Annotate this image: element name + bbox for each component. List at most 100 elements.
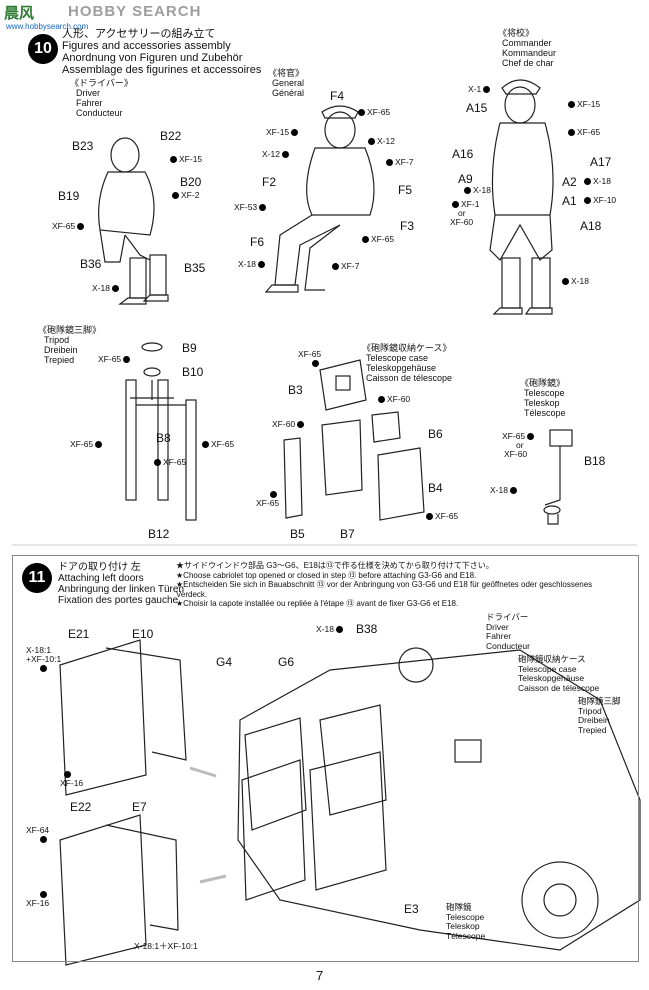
part-b4: B4: [428, 481, 443, 495]
paint-dot-icon: [562, 278, 569, 286]
part-a9: A9: [458, 172, 473, 186]
paint-code: X-18: [571, 276, 589, 286]
paint-dot-icon: [483, 86, 491, 94]
paint-code: X-18:1: [26, 645, 52, 655]
paint-xf15-commander: XF-15: [566, 100, 600, 109]
part-b10: B10: [182, 365, 204, 379]
part-b6: B6: [428, 427, 443, 441]
part-a2: A2: [562, 175, 577, 189]
paint-or: or: [516, 440, 524, 450]
paint-code: XF-7: [341, 261, 360, 271]
telescope-label-ja: 《砲隊鏡》: [520, 378, 566, 388]
telescope-label-en: Telescope: [524, 388, 565, 398]
general-label-en: General: [272, 78, 305, 88]
commander-label-ja: 《将校》: [498, 28, 535, 38]
paint-dot-icon: [270, 491, 277, 499]
case-label-de: Teleskopgehäuse: [366, 363, 437, 373]
paint-code: XF-60: [272, 419, 296, 429]
telescope-label-fr: Télescope: [524, 408, 566, 418]
commander-label-fr: Chef de char: [502, 58, 554, 68]
part-b9: B9: [182, 341, 197, 355]
paint-dot-icon: [362, 236, 369, 244]
case-label-fr: Caisson de télescope: [366, 373, 453, 383]
paint-dot-icon: [527, 433, 535, 441]
telescope-case-label: 《砲隊鏡収納ケース》 Telescope case Teleskopgehäus…: [362, 343, 452, 383]
paint-code: XF-53: [234, 202, 258, 212]
s11-driver-de: Fahrer: [486, 631, 512, 641]
telescope-drawing: [543, 429, 573, 525]
driver-figure: [98, 137, 169, 305]
paint-code: XF-15: [577, 99, 601, 109]
paint-dot-icon: [335, 626, 343, 634]
paint-code: XF-60: [450, 217, 474, 227]
part-f5: F5: [398, 183, 413, 197]
s11-case-fr: Caisson de télescope: [518, 682, 600, 693]
paint-code: XF-60: [504, 449, 528, 459]
step-11-case-label: 砲隊鏡収納ケース Telescope case Teleskopgehäuse …: [518, 654, 600, 693]
paint-xf7-general-2: XF-7: [330, 262, 359, 271]
telescope-case-drawing: [283, 359, 425, 521]
step-11-note: ★サイドウインドウ部品 G3～G6、E18は⑬で作る仕様を決めてから取り付けて下…: [176, 561, 616, 609]
step-10-title-en: Figures and accessories assembly: [62, 40, 231, 52]
paint-code: XF-2: [181, 190, 200, 200]
paint-dot-icon: [40, 891, 47, 899]
step-11-frame: [12, 555, 639, 962]
part-b7: B7: [340, 527, 355, 541]
commander-label-en: Commander: [502, 38, 552, 48]
step-11-telescope-label: 砲隊鏡 Telescope Teleskop Télescope: [446, 902, 485, 941]
telescope-label-de: Teleskop: [524, 398, 560, 408]
step-11-driver-label: ドライバー Driver Fahrer Conducteur: [486, 612, 530, 651]
paint-or: or: [458, 208, 466, 218]
s11-case-ja: 砲隊鏡収納ケース: [518, 654, 586, 664]
part-b18: B18: [584, 454, 606, 468]
part-e21: E21: [68, 627, 90, 641]
commander-figure: [489, 79, 554, 315]
paint-x18-driver: X-18: [92, 284, 121, 293]
part-f6: F6: [250, 235, 265, 249]
paint-xf10-commander: XF-10: [582, 196, 616, 205]
part-e7: E7: [132, 800, 147, 814]
general-figure: [264, 105, 375, 293]
paint-xf1-or-xf60: XF-1 or XF-60: [450, 200, 479, 227]
paint-x18-telescope: X-18: [490, 486, 519, 495]
step-11-title-de: Anbringung der linken Türen: [58, 584, 185, 595]
paint-dot-icon: [64, 771, 71, 779]
paint-dot-icon: [257, 261, 265, 269]
step-11-title-fr: Fixation des portes gauche: [58, 595, 179, 606]
part-g4: G4: [216, 655, 233, 669]
paint-code: XF-65: [298, 349, 322, 359]
paint-dot-icon: [154, 459, 161, 467]
note-fr: ★Choisir la capote installée ou repliée …: [176, 599, 459, 608]
step-11-title: ドアの取り付け 左 Attaching left doors Anbringun…: [58, 562, 184, 606]
part-a16: A16: [452, 147, 474, 161]
paint-dot-icon: [111, 285, 119, 293]
paint-dot-icon: [464, 187, 471, 195]
watermark-logo: 晨风: [4, 5, 35, 22]
paint-xf16-door-1: XF-16: [60, 770, 83, 788]
arrows: [189, 766, 227, 884]
paint-xf2: XF-2: [170, 191, 199, 200]
paint-code: XF-60: [387, 394, 411, 404]
paint-x18-b38: X-18: [316, 625, 345, 634]
paint-x18-commander-3: X-18: [560, 277, 589, 286]
page-number: 7: [316, 968, 324, 983]
paint-dot-icon: [509, 487, 517, 495]
paint-dot-icon: [426, 513, 433, 521]
paint-dot-icon: [40, 836, 47, 844]
part-b20: B20: [180, 175, 202, 189]
paint-code: X-18: [473, 185, 491, 195]
tripod-label: 《砲隊鏡三脚》 Tripod Dreibein Trepied: [38, 325, 101, 365]
paint-code: X-18: [238, 259, 256, 269]
paint-xf65-tripod-2: XF-65: [70, 440, 104, 449]
driver-label: 《ドライバー》 Driver Fahrer Conducteur: [70, 78, 133, 118]
paint-dot-icon: [95, 441, 103, 449]
part-b8: B8: [156, 431, 171, 445]
part-a1: A1: [562, 194, 577, 208]
paint-mix-door-1: X-18:1 +XF-10:1: [26, 646, 61, 673]
paint-dot-icon: [332, 263, 339, 271]
part-b3: B3: [288, 383, 303, 397]
paint-code: X-12: [377, 136, 395, 146]
part-e3: E3: [404, 902, 419, 916]
paint-code: +XF-10:1: [26, 654, 62, 664]
paint-x1: X-1: [468, 85, 492, 94]
